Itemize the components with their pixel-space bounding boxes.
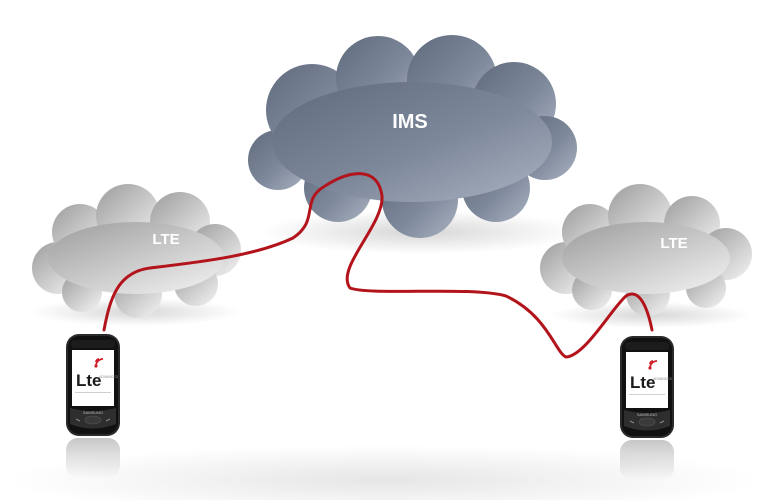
- lte-logo-tag-right: ADVANCED: [653, 377, 673, 381]
- ims-cloud: IMS: [248, 35, 580, 254]
- lte-logo-text-right: Lte: [630, 373, 656, 392]
- lte-logo-icon: Lte ADVANCED: [75, 358, 119, 393]
- floor-shadow: [4, 445, 764, 500]
- phone-left: Lte ADVANCED SAMSUNG: [65, 333, 121, 437]
- phone-brand-right: SAMSUNG: [637, 412, 657, 417]
- lte-label-left: LTE: [152, 231, 179, 248]
- lte-label-right: LTE: [660, 235, 687, 252]
- lte-logo-icon: Lte ADVANCED: [629, 360, 673, 395]
- phone-right: Lte ADVANCED SAMSUNG: [619, 335, 675, 439]
- phone-left-reflection: [66, 438, 120, 478]
- call-path-line: [102, 172, 654, 359]
- phone-brand-left: SAMSUNG: [83, 410, 103, 415]
- lte-cloud-left: LTE: [30, 184, 241, 326]
- lte-logo-tag-left: ADVANCED: [99, 375, 119, 379]
- ims-label: IMS: [392, 111, 428, 133]
- lte-logo-text-left: Lte: [76, 371, 102, 390]
- lte-cloud-right: LTE: [540, 184, 752, 328]
- phone-right-reflection: [620, 440, 674, 480]
